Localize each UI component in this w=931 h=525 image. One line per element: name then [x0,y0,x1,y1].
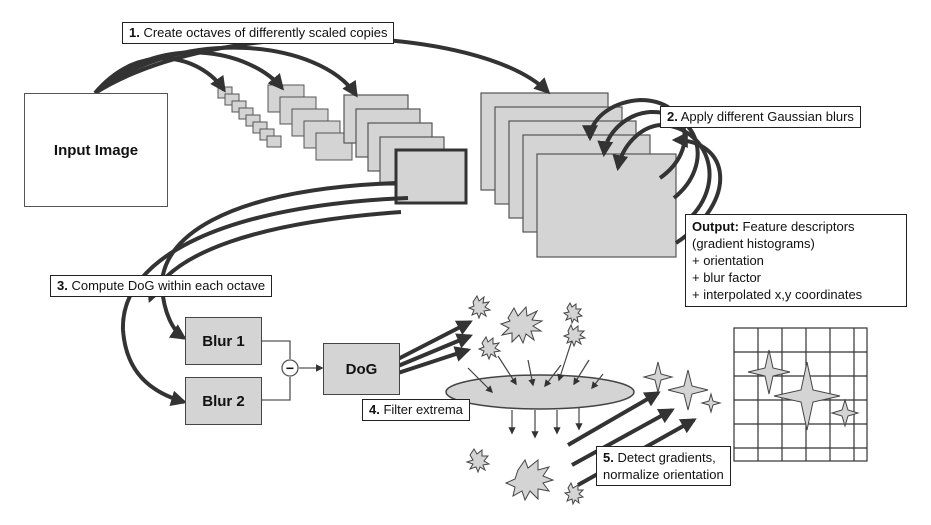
blur-1-box: Blur 1 [185,317,262,365]
step-3-text: Compute DoG within each octave [67,278,266,293]
step-1-label: 1. Create octaves of differently scaled … [122,22,395,44]
blur-dog-connector [260,340,324,401]
dog-label: DoG [345,360,378,378]
step-5-number: 5. [603,450,614,465]
step-2-label: 2. Apply different Gaussian blurs [660,106,861,128]
descriptor-stars [747,349,860,431]
dog-to-features-arrows [397,320,473,375]
oriented-keypoints [642,361,722,414]
scale-arrows [93,36,551,98]
step-4-label: 4. Filter extrema [362,399,470,421]
minus-sign: − [285,360,295,376]
filter-ellipse [445,374,635,410]
output-line-3: + orientation [692,253,764,268]
output-line-2: (gradient histograms) [692,236,815,251]
step-5-line-1: 5. Detect gradients, [603,449,724,466]
output-box: Output: Feature descriptors (gradient hi… [685,214,907,307]
blur-2-label: Blur 2 [202,392,245,410]
output-line-1: Output: Feature descriptors [692,218,900,235]
step-2-number: 2. [667,109,678,124]
step-1-number: 1. [129,25,140,40]
filter-in-arrows [467,339,604,394]
step-4-number: 4. [369,402,380,417]
filter-out-arrows [508,408,583,439]
octave-4-stack [480,92,677,258]
dog-box: DoG [323,343,400,395]
input-image-label: Input Image [53,141,139,159]
step-3-number: 3. [57,278,68,293]
step-2-text: Apply different Gaussian blurs [677,109,854,124]
octave-3-stack [343,94,468,205]
output-line-5: + interpolated x,y coordinates [692,287,863,302]
step-1-text: Create octaves of differently scaled cop… [139,25,388,40]
output-heading-rest: Feature descriptors [738,219,855,234]
step-5-line-2: normalize orientation [603,467,724,482]
step-5-label: 5. Detect gradients, normalize orientati… [596,446,731,486]
blur-2-box: Blur 2 [185,377,262,425]
keypoint-stars [465,294,587,506]
octave-2-stack [267,84,353,161]
output-line-4: + blur factor [692,270,762,285]
step-3-label: 3. Compute DoG within each octave [50,275,273,297]
step-5-text-1: Detect gradients, [613,450,716,465]
output-heading: Output: [692,219,739,234]
step-4-text: Filter extrema [379,402,463,417]
minus-circle [281,359,299,377]
input-image-box: Input Image [24,93,168,207]
blur-1-label: Blur 1 [202,332,245,350]
